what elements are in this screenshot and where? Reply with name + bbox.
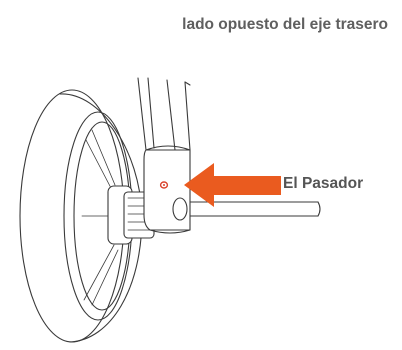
caption-rear-axle-side: lado opuesto del eje trasero xyxy=(182,16,388,33)
pin-marker xyxy=(159,181,169,189)
frame-tube-right xyxy=(166,79,191,151)
frame-tube-left xyxy=(137,77,155,151)
rear-axle-rod xyxy=(174,201,321,217)
pin-callout-label: El Pasador xyxy=(283,175,364,192)
pin-pointer-arrow xyxy=(184,163,281,207)
axle-bracket xyxy=(143,145,191,234)
